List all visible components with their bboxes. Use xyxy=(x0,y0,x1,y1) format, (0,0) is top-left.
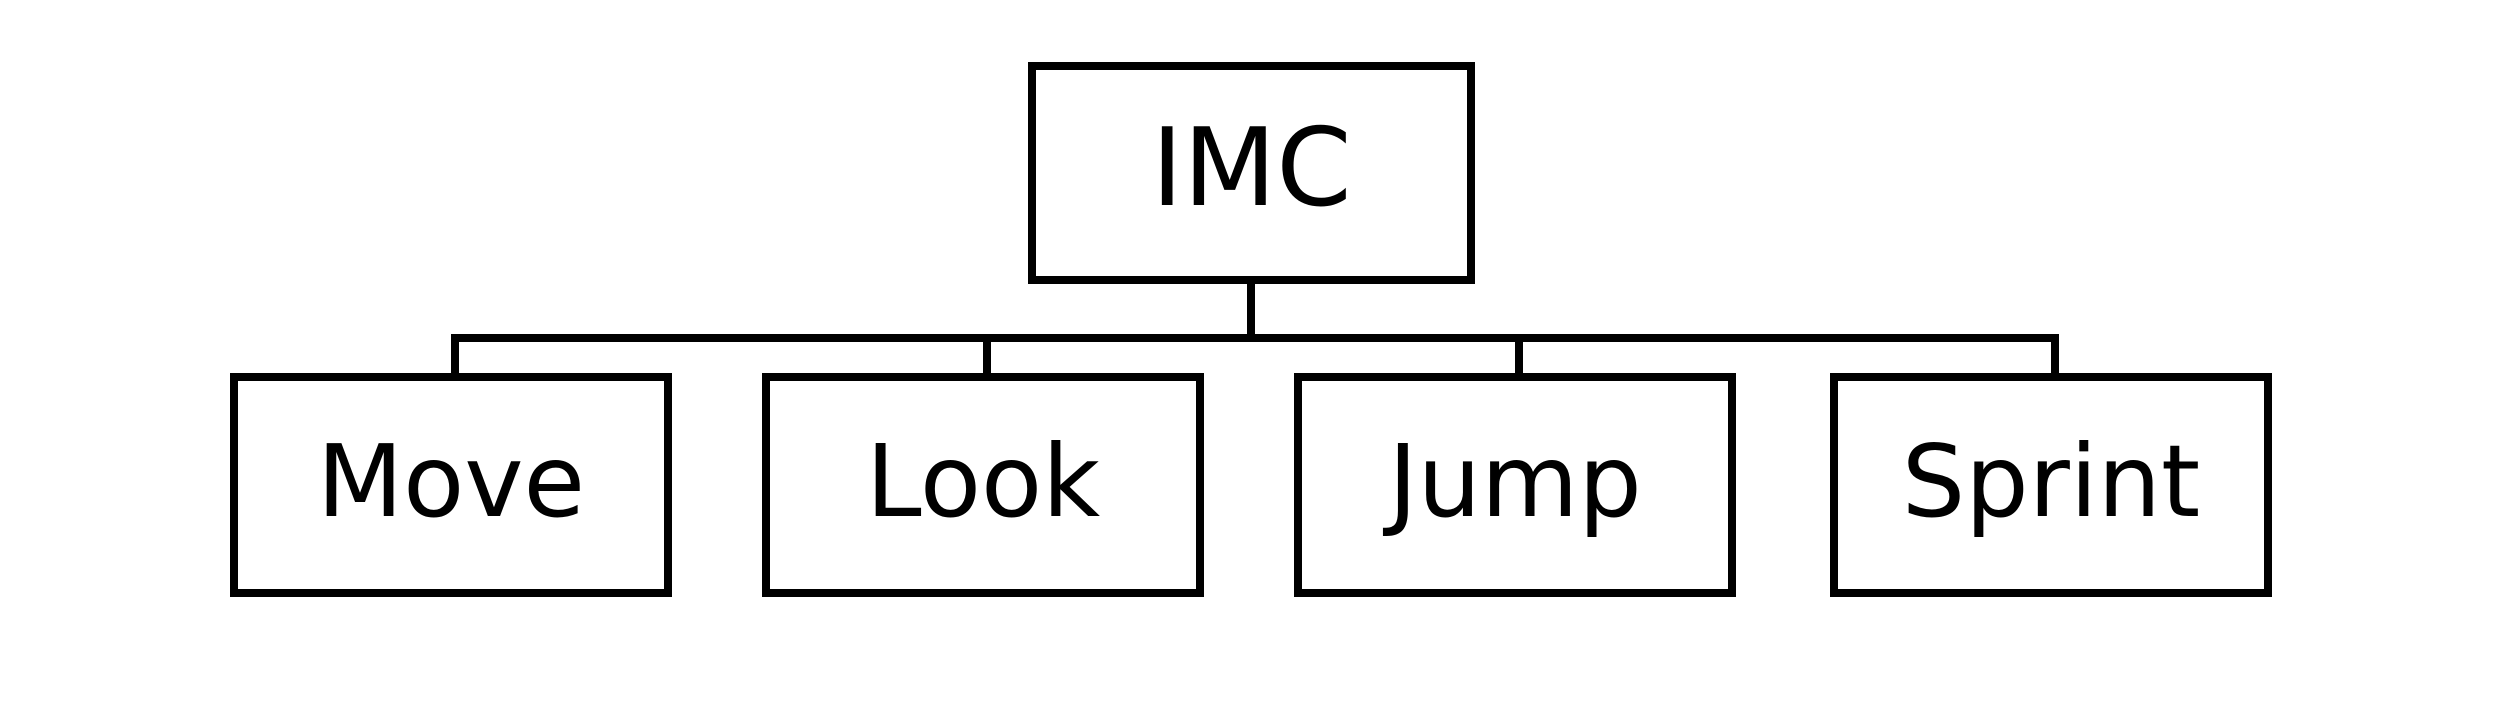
node-jump-label: Jump xyxy=(1388,423,1642,540)
node-jump[interactable]: Jump xyxy=(1294,373,1736,597)
node-look-label: Look xyxy=(865,423,1101,540)
node-look[interactable]: Look xyxy=(762,373,1204,597)
edge-drop-jump xyxy=(1515,334,1523,377)
node-move-label: Move xyxy=(316,423,586,540)
edge-drop-move xyxy=(451,334,459,377)
node-imc[interactable]: IMC xyxy=(1028,62,1475,284)
edge-drop-sprint xyxy=(2051,334,2059,377)
edge-horizontal-bus xyxy=(451,334,2059,342)
node-move[interactable]: Move xyxy=(230,373,672,597)
node-sprint-label: Sprint xyxy=(1901,423,2201,540)
edge-root-stem xyxy=(1247,284,1255,342)
node-imc-label: IMC xyxy=(1151,106,1352,231)
edge-drop-look xyxy=(983,334,991,377)
node-sprint[interactable]: Sprint xyxy=(1830,373,2272,597)
